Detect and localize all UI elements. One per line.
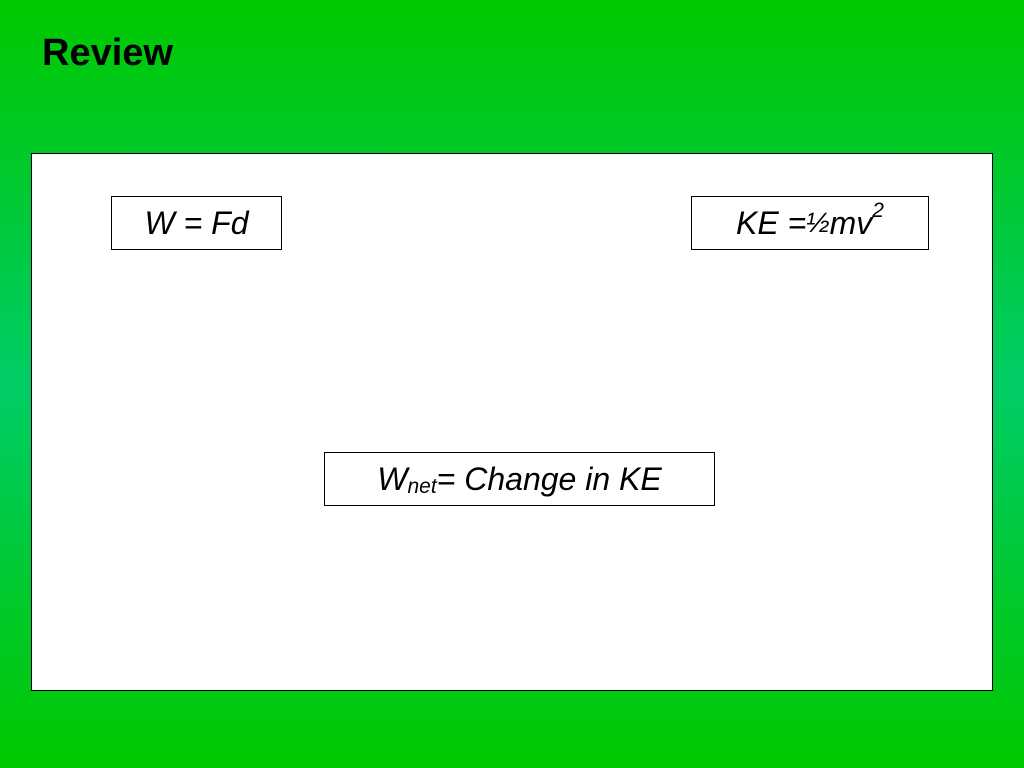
work-formula-box: W = Fd <box>111 196 282 250</box>
ke-formula-fraction: ½ <box>806 207 830 238</box>
theorem-subscript: net <box>407 475 437 498</box>
work-energy-theorem-box: W net = Change in KE <box>324 452 715 506</box>
slide-title: Review <box>42 32 173 74</box>
content-panel: W = Fd KE = ½ mv 2 W net = Change in KE <box>31 153 993 691</box>
theorem-symbol: W <box>377 460 408 497</box>
work-formula-text: W = Fd <box>144 204 249 241</box>
kinetic-energy-formula-box: KE = ½ mv 2 <box>691 196 929 250</box>
ke-formula-exponent: 2 <box>872 199 884 222</box>
ke-formula-rhs: mv <box>829 204 873 241</box>
ke-formula-lhs: KE = <box>736 204 807 241</box>
theorem-rhs: = Change in KE <box>436 460 662 497</box>
